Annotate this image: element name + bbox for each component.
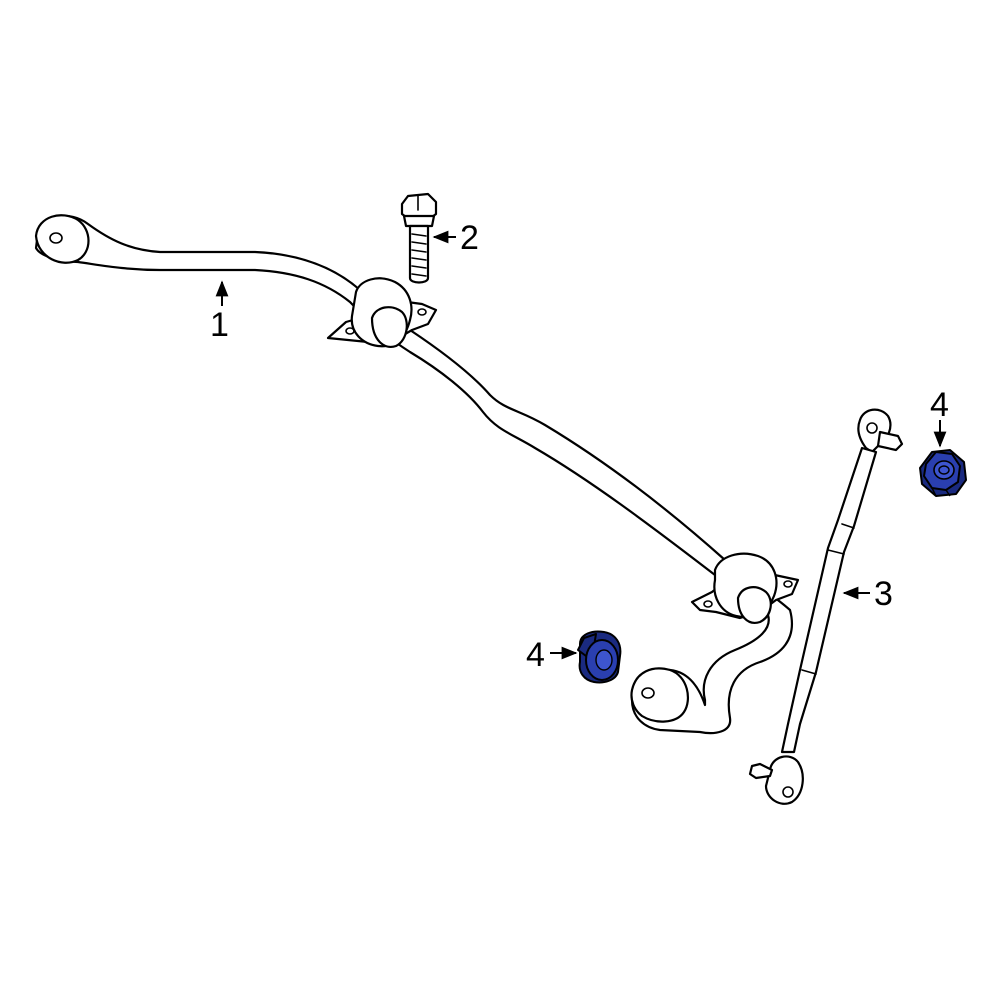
bushing-bracket-right xyxy=(690,552,800,624)
bolt[interactable] xyxy=(400,192,438,284)
callout-3-label: 3 xyxy=(874,575,893,613)
callout-4-left-label: 4 xyxy=(526,636,545,674)
callout-3: 3 xyxy=(842,575,893,613)
callout-1: 1 xyxy=(210,280,229,344)
callout-1-label: 1 xyxy=(210,306,229,344)
nut-right[interactable] xyxy=(919,449,967,497)
callout-4-left: 4 xyxy=(526,636,578,674)
bushing-bracket-left xyxy=(326,277,438,348)
callout-2-label: 2 xyxy=(460,219,479,257)
callout-4-right: 4 xyxy=(930,386,949,448)
stabilizer-bar[interactable] xyxy=(34,214,793,735)
callout-4-right-label: 4 xyxy=(930,386,949,424)
stabilizer-link[interactable] xyxy=(748,408,904,805)
callout-2: 2 xyxy=(432,219,479,257)
nut-left[interactable] xyxy=(577,630,622,684)
